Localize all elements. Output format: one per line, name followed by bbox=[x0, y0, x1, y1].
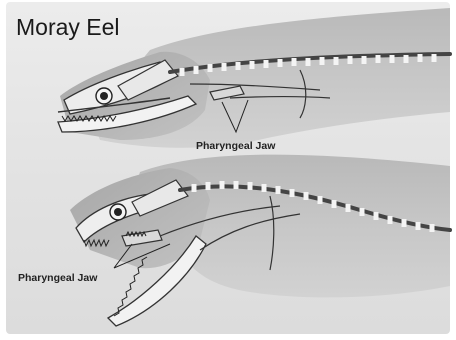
bottom-pharyngeal-jaw-label: Pharyngeal Jaw bbox=[18, 272, 97, 284]
diagram-title: Moray Eel bbox=[16, 14, 120, 41]
top-eel-pupil bbox=[100, 92, 108, 100]
bottom-eel-pupil bbox=[114, 208, 122, 216]
bottom-eel bbox=[70, 155, 450, 326]
top-pharyngeal-jaw-label: Pharyngeal Jaw bbox=[196, 140, 275, 152]
